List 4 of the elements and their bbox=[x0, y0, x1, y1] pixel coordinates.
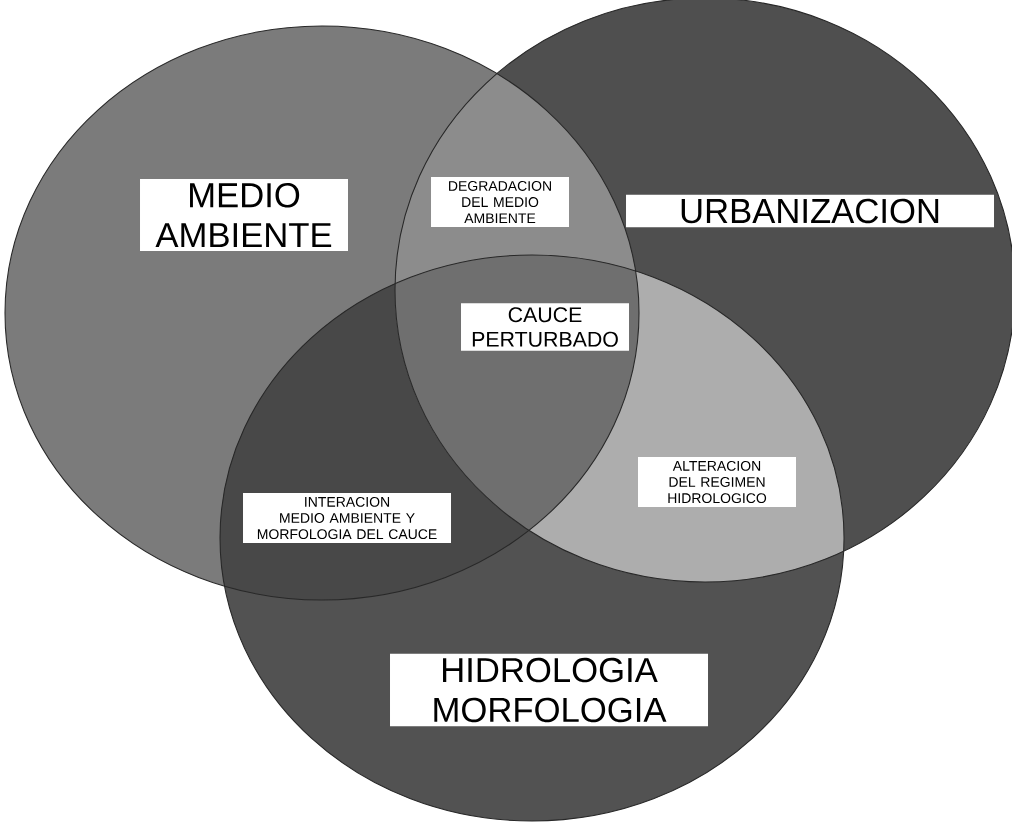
overlap-label: CAUCE PERTURBADO bbox=[461, 303, 629, 351]
overlap-label: INTERACION MEDIO AMBIENTE Y MORFOLOGIA DEL CAUCE bbox=[243, 492, 451, 544]
overlap-label: ALTERACION DEL REGIMEN HIDROLOGICO bbox=[638, 456, 796, 508]
overlap-label: DEGRADACION DEL MEDIO AMBIENTE bbox=[431, 176, 569, 227]
